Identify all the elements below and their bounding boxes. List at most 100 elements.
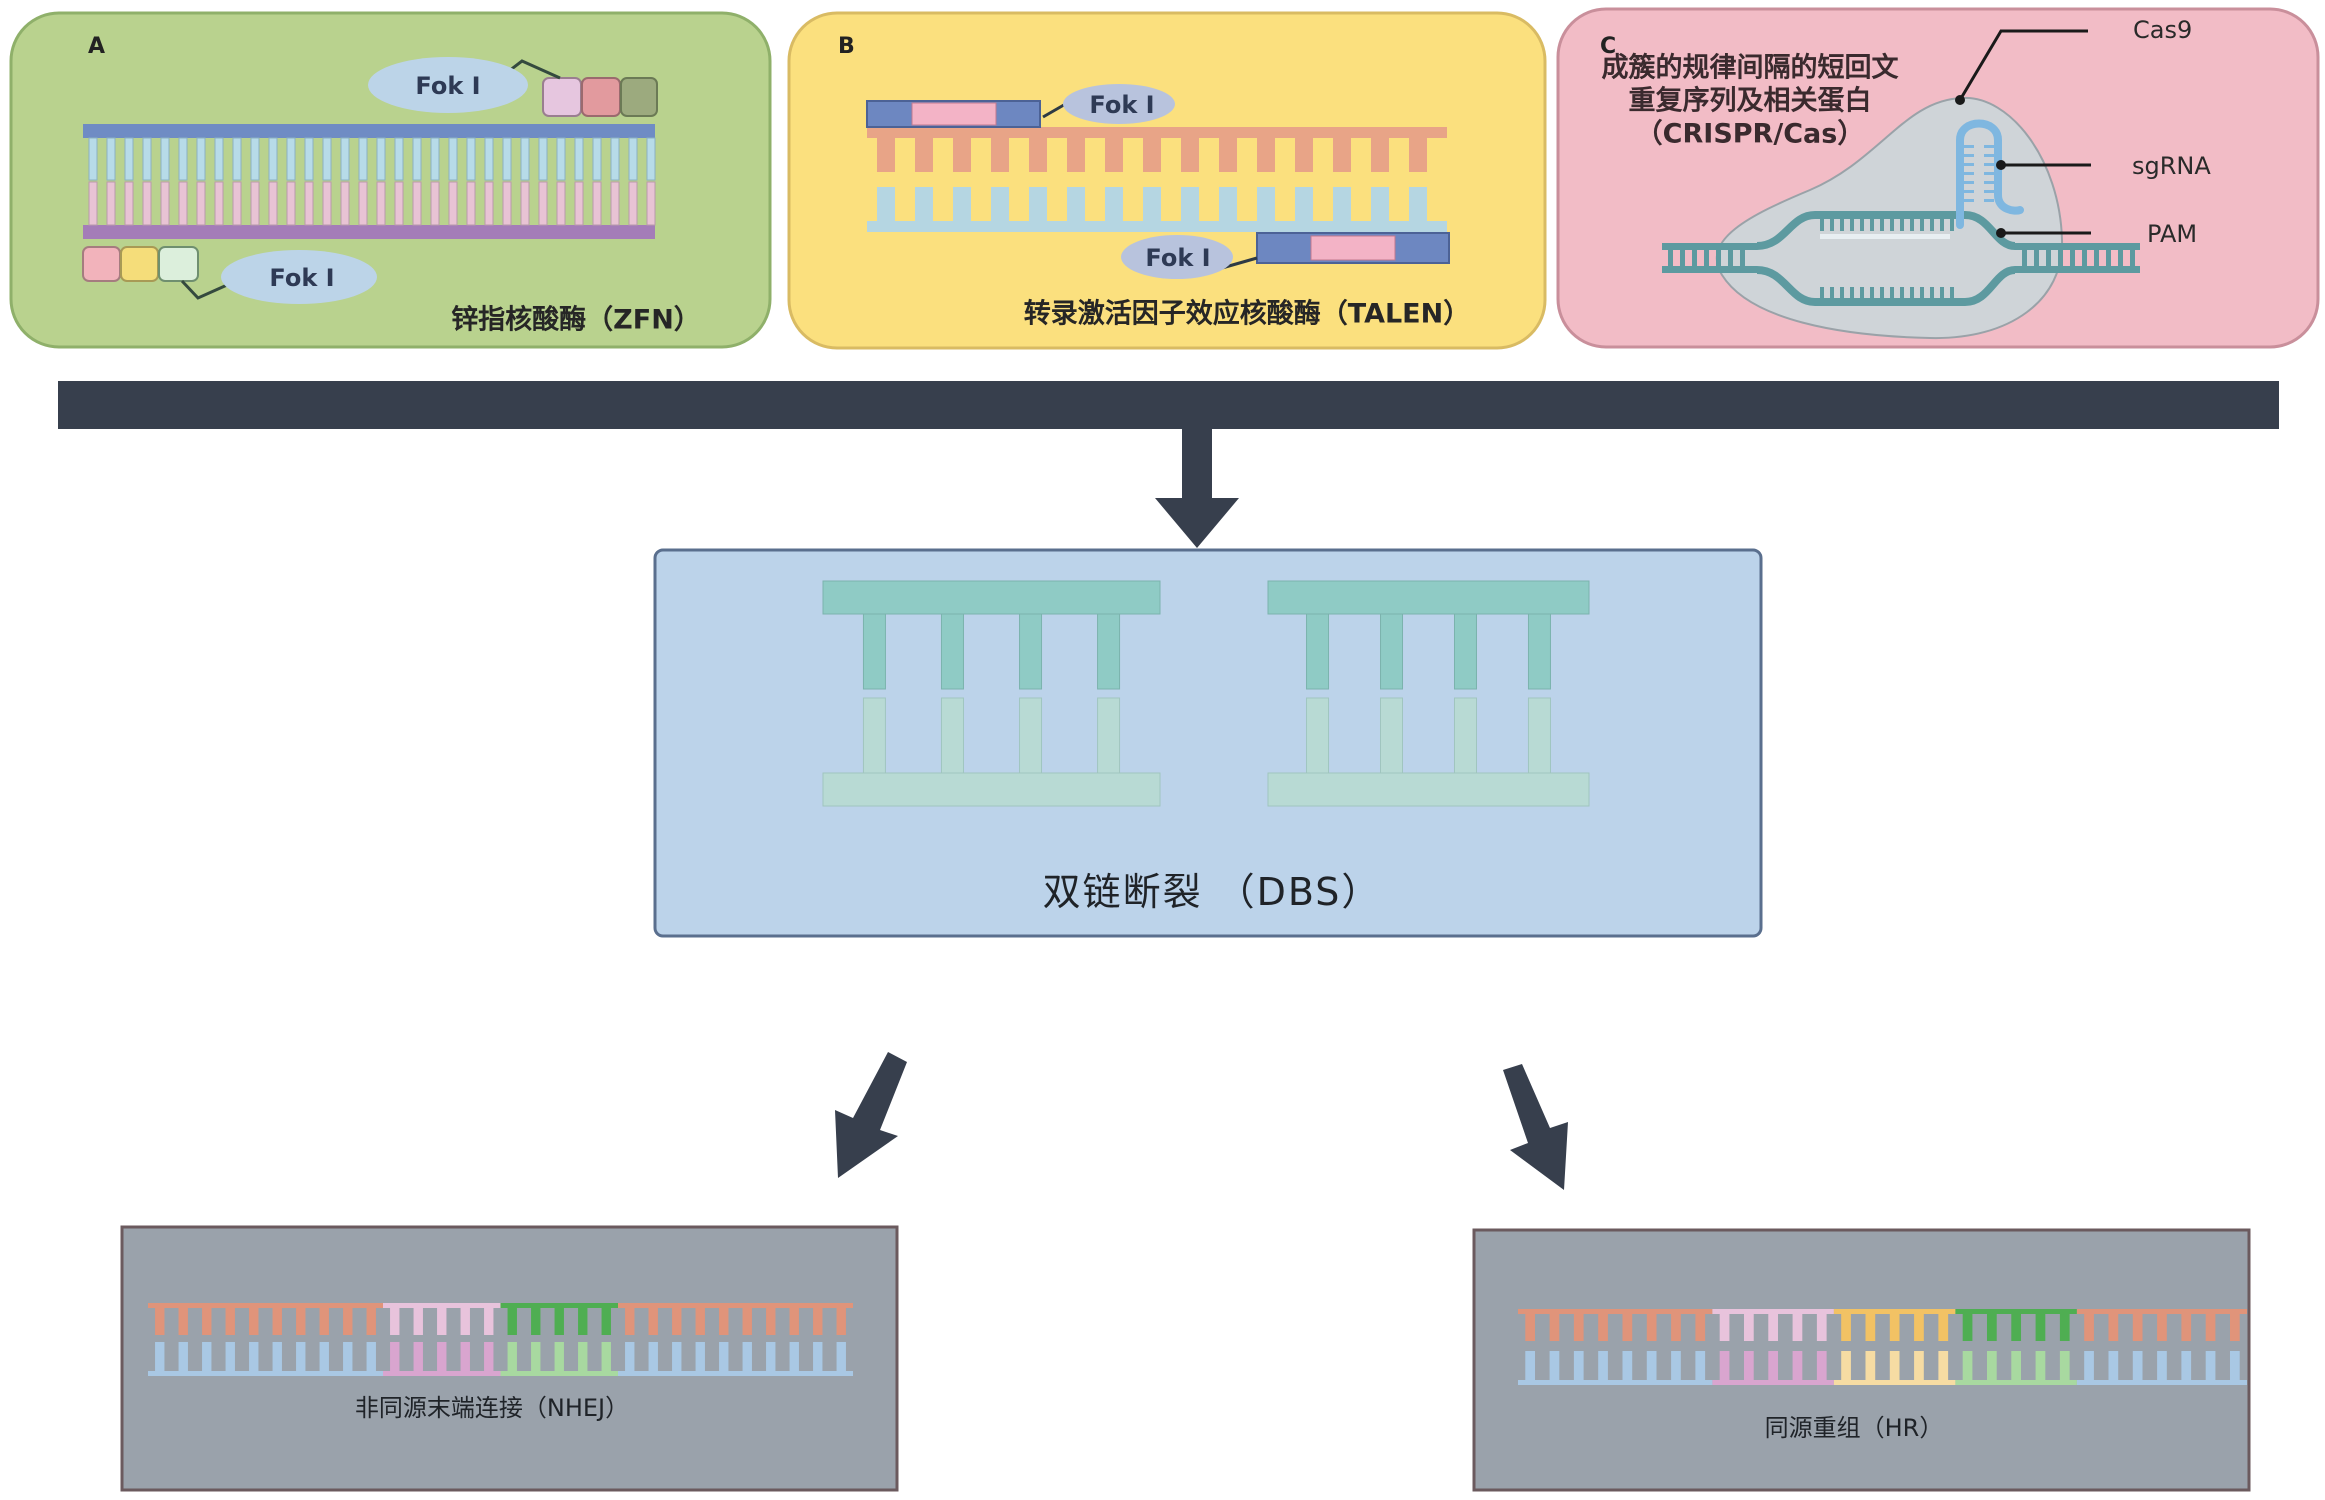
dna-base <box>1680 250 1685 266</box>
sgrna-spacer <box>1820 234 1950 239</box>
dna-base <box>437 1342 447 1371</box>
dna-base <box>531 1342 541 1371</box>
panel-c-letter: C <box>1600 34 1617 59</box>
dna-base <box>877 187 895 221</box>
dna-base <box>1371 187 1389 221</box>
rna-base <box>1964 199 1974 202</box>
dna-base <box>2022 250 2027 266</box>
dna-base <box>836 1308 846 1335</box>
dna-base <box>1097 613 1121 690</box>
dna-base <box>1816 1314 1827 1341</box>
dna-base <box>695 1342 705 1371</box>
dna-base <box>390 1308 400 1335</box>
dna-base <box>2094 250 2099 266</box>
dna-base <box>1097 697 1121 774</box>
dna-base <box>2082 250 2087 266</box>
dna-base <box>1910 287 1914 299</box>
dna-base <box>1598 1351 1608 1380</box>
panel-a-caption: 锌指核酸酶（ZFN） <box>451 304 701 336</box>
dna-base <box>1622 1314 1633 1341</box>
dna-base <box>554 1308 564 1335</box>
dna-base <box>646 181 656 226</box>
dna-base <box>1740 250 1745 266</box>
dna-base <box>862 697 886 774</box>
dna-base <box>1573 1351 1584 1380</box>
dna-base <box>225 1342 235 1371</box>
dna-base <box>1910 219 1914 231</box>
dna-base <box>1219 138 1237 172</box>
dna-base <box>484 1342 494 1371</box>
dna-base <box>1668 250 1673 266</box>
sgrna-hairpin <box>1956 119 2024 229</box>
dna-base <box>1900 287 1904 299</box>
dna-base <box>2132 1314 2143 1341</box>
dna-base <box>1890 219 1894 231</box>
dna-base <box>460 1342 470 1371</box>
rna-base <box>1984 181 1994 184</box>
sgrna-base-pairs <box>1964 145 1994 202</box>
dna-base <box>742 1308 752 1335</box>
dna-base <box>249 1342 259 1371</box>
dna-base <box>1962 1351 1973 1380</box>
dna-base <box>1830 219 1834 231</box>
dna-base <box>1850 287 1854 299</box>
nhej-box <box>120 1225 899 1492</box>
dna-base <box>106 137 116 181</box>
dna-base <box>742 1342 752 1371</box>
dna-base <box>484 181 494 226</box>
dna-base <box>272 1308 282 1335</box>
nhej-label: 非同源末端连接（NHEJ） <box>354 1394 630 1422</box>
dna-base <box>2084 1314 2094 1341</box>
down-arrow <box>1155 429 1239 548</box>
dna-base <box>286 181 296 226</box>
dna-base <box>672 1342 682 1371</box>
dna-base <box>1257 187 1275 221</box>
dna-base <box>1860 219 1864 231</box>
dna-base <box>1549 1314 1560 1341</box>
dna-base <box>2059 1351 2070 1380</box>
dna-base <box>625 1342 635 1371</box>
dna-base <box>1306 697 1330 774</box>
pam-label: PAM <box>2147 220 2198 248</box>
dna-backbone-top <box>500 1303 618 1308</box>
dna-base <box>155 1308 165 1335</box>
dbs-box-background <box>653 548 1763 938</box>
dna-backbone-bottom <box>2076 1380 2247 1385</box>
dna-backbone <box>2015 243 2140 250</box>
dna-base <box>1719 1314 1730 1341</box>
dna-base <box>1067 138 1085 172</box>
dna-base <box>2084 1351 2094 1380</box>
dna-base <box>2035 1314 2046 1341</box>
tale-dna-binding-region <box>1310 235 1396 261</box>
dna-base <box>1622 1351 1633 1380</box>
rna-base <box>1964 190 1974 193</box>
dna-base <box>304 181 314 226</box>
dna-backbone-bottom <box>1267 772 1590 807</box>
crispr-title-line-1: 成簇的规律间隔的短回文 <box>1601 52 1899 84</box>
dna-base <box>1257 138 1275 172</box>
dna-base <box>1671 1314 1681 1341</box>
dna-base <box>592 137 602 181</box>
fok-label: Fok I <box>415 72 481 100</box>
dna-base <box>915 138 933 172</box>
dna-base <box>2011 1351 2022 1380</box>
dna-base <box>628 181 638 226</box>
dna-base <box>413 1342 423 1371</box>
dna-base <box>232 137 242 181</box>
dna-base <box>1914 1314 1924 1341</box>
dna-base <box>437 1308 447 1335</box>
rna-base <box>1984 172 1994 175</box>
dna-base <box>1743 1314 1754 1341</box>
dna-backbone-bottom <box>618 1371 853 1376</box>
dna-base <box>178 1342 188 1371</box>
dna-base <box>340 137 350 181</box>
dna-base <box>1728 250 1733 266</box>
dna-backbone-bottom <box>1955 1380 2077 1385</box>
rna-base <box>1984 145 1994 148</box>
dna-base <box>484 1308 494 1335</box>
dna-base <box>466 181 476 226</box>
dna-base <box>2058 250 2063 266</box>
panel-zfn <box>9 11 772 349</box>
dna-base <box>376 137 386 181</box>
fok-nuclease <box>368 57 528 113</box>
